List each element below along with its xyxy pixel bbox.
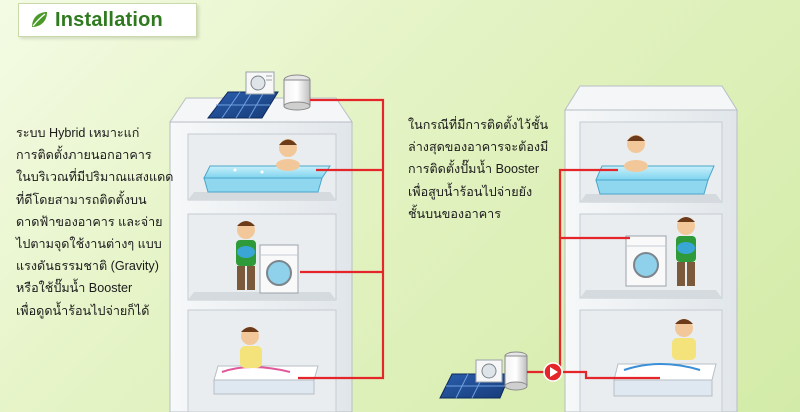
- description-right: ในกรณีที่มีการติดตั้งไว้ชั้น ล่างสุดของอ…: [408, 118, 549, 221]
- heat-pump-icon: [475, 359, 503, 383]
- person-icon: [240, 327, 262, 368]
- water-tank-icon: [504, 351, 528, 391]
- bathtub-icon: [595, 165, 715, 195]
- bathtub-icon: [213, 365, 319, 395]
- booster-pump-icon: [543, 362, 563, 382]
- person-icon: [672, 319, 696, 360]
- solar-panel-icon: [206, 91, 279, 119]
- washing-machine-icon: [625, 235, 667, 287]
- leaf-icon: [32, 12, 47, 27]
- bathtub-icon: [203, 165, 331, 193]
- heat-pump-icon: [245, 71, 275, 95]
- page-title: Installation: [55, 8, 163, 31]
- water-tank-icon: [283, 74, 311, 111]
- person-icon: [276, 139, 300, 171]
- person-icon: [676, 217, 696, 286]
- washing-machine-icon: [259, 244, 299, 294]
- person-icon: [624, 135, 648, 172]
- title-banner: Installation: [18, 3, 197, 37]
- hot-water-pipes: [298, 98, 660, 380]
- person-icon: [236, 221, 256, 290]
- bathtub-icon: [613, 363, 717, 397]
- description-left: ระบบ Hybrid เหมาะแก่ การติดตั้งภายนอกอาค…: [16, 126, 174, 318]
